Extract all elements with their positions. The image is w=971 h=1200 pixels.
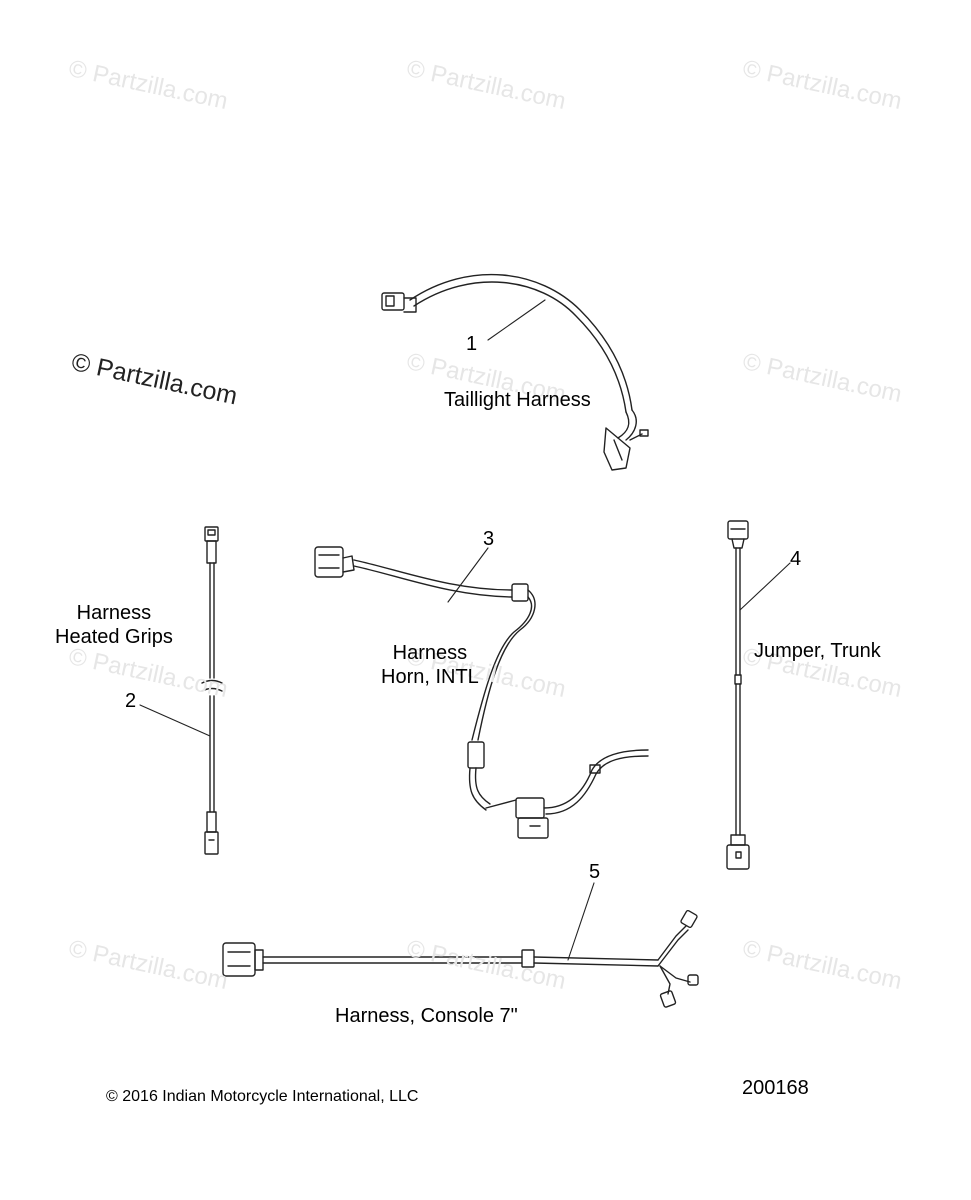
copyright-notice: © 2016 Indian Motorcycle International, … [106,1088,418,1106]
diagram-number: 200168 [742,1077,809,1099]
copyright-icon: © [106,1088,118,1105]
part-label-line: Taillight Harness [444,389,591,411]
part-label-horn-harness: Harness Horn, INTL [381,641,479,689]
part-label-trunk-jumper: Jumper, Trunk [754,639,881,663]
console-harness-drawing [222,909,699,1008]
horn-harness-drawing [314,546,649,839]
part-label-line: Harness [392,642,468,664]
callout-5: 5 [589,861,601,883]
part-label-line: Harness, Console 7" [335,1005,518,1027]
part-label-taillight-harness: Taillight Harness [444,388,591,412]
callout-1: 1 [466,333,478,355]
taillight-harness-drawing [381,273,649,471]
heated-grips-harness-drawing [201,526,223,855]
part-label-line: Harness [76,602,152,624]
callout-4: 4 [790,548,802,570]
callout-2: 2 [125,690,137,712]
part-label-console-harness: Harness, Console 7" [335,1004,518,1028]
part-label-line: Horn, INTL [381,666,479,688]
part-label-line: Heated Grips [55,626,173,648]
copyright-text: 2016 Indian Motorcycle International, LL… [122,1088,419,1105]
trunk-jumper-drawing [726,520,750,870]
leader-lines [139,299,791,961]
part-label-heated-grips: Harness Heated Grips [55,601,173,649]
part-label-line: Jumper, Trunk [754,640,881,662]
callout-3: 3 [483,528,495,550]
